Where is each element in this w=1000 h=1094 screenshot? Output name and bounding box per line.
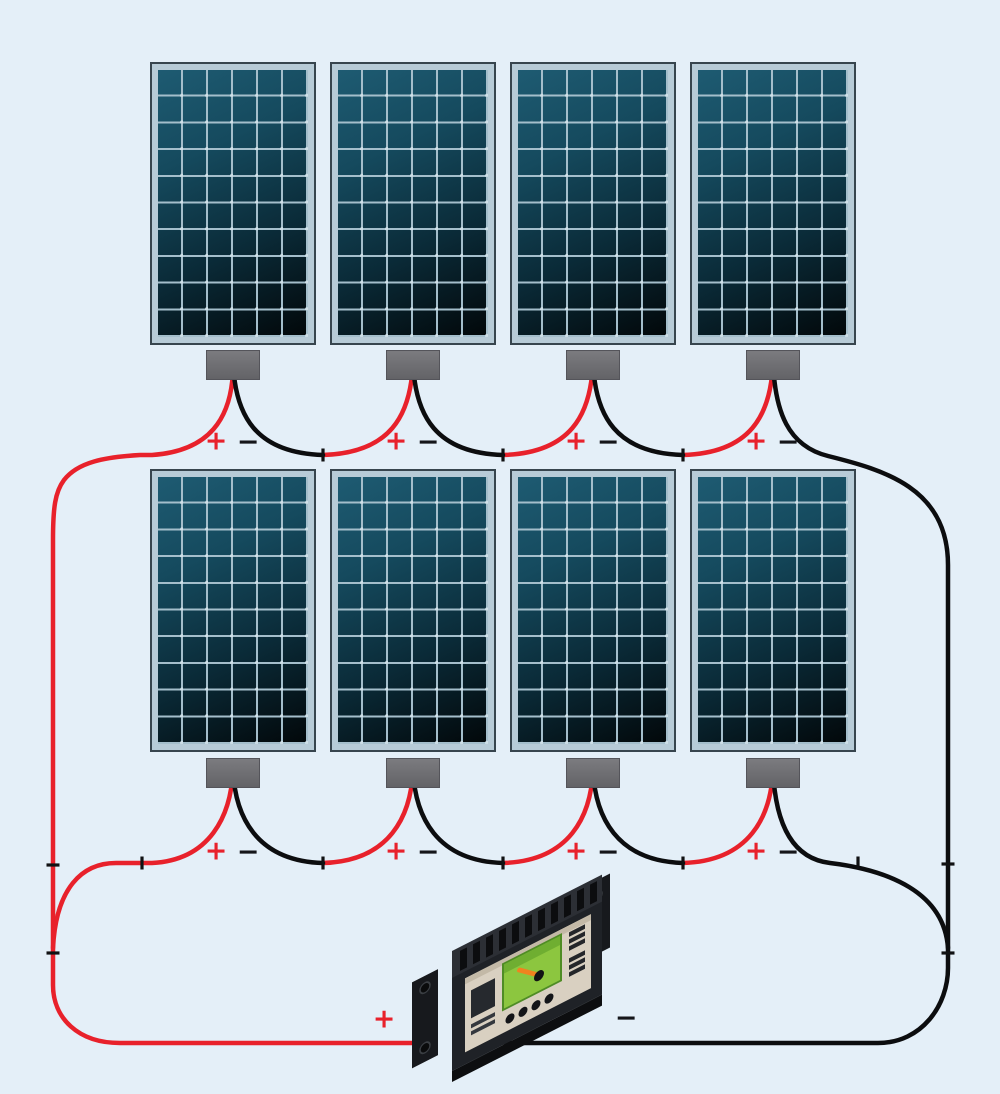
junction-box-1	[206, 350, 260, 380]
wire-positive-panel-5	[50, 767, 236, 951]
controller-positive-label: +	[372, 1003, 396, 1035]
polarity-positive-label: +	[744, 835, 768, 867]
controller-button	[518, 1006, 528, 1017]
polarity-positive-label: +	[564, 425, 588, 457]
vent-slot	[569, 924, 585, 937]
solar-panel-8	[690, 469, 856, 752]
polarity-negative-label: −	[236, 426, 260, 458]
solar-cells	[518, 70, 668, 337]
polarity-positive-label: +	[744, 425, 768, 457]
junction-box-4	[746, 350, 800, 380]
junction-box-7	[566, 758, 620, 788]
controller-vents	[569, 924, 585, 977]
meter-shade	[504, 935, 560, 974]
controller-lcd	[471, 978, 495, 1019]
polarity-positive-label: +	[204, 835, 228, 867]
vent-slot	[569, 957, 585, 970]
vent-slot	[569, 938, 585, 951]
label-bar	[471, 1012, 495, 1029]
polarity-positive-label: +	[204, 425, 228, 457]
solar-panel-2	[330, 62, 496, 345]
solar-panel-7	[510, 469, 676, 752]
solar-cells	[698, 70, 848, 337]
polarity-negative-label: −	[596, 426, 620, 458]
solar-cells	[698, 477, 848, 744]
polarity-negative-label: −	[776, 426, 800, 458]
polarity-negative-label: −	[236, 836, 260, 868]
vent-slot	[569, 931, 585, 944]
solar-panel-6	[330, 469, 496, 752]
vent-slot	[569, 964, 585, 977]
junction-box-8	[746, 758, 800, 788]
heatsink-fins	[460, 881, 597, 971]
solar-panel-4	[690, 62, 856, 345]
wire-positive-string1-home-run	[50, 359, 435, 1046]
wire-negative-string1-home-run	[502, 359, 951, 1046]
controller-buttons	[505, 993, 554, 1024]
solar-cells	[518, 477, 668, 744]
polarity-positive-label: +	[384, 425, 408, 457]
polarity-negative-label: −	[776, 836, 800, 868]
controller-left-flange	[412, 969, 438, 1069]
solar-cells	[158, 477, 308, 744]
meter-pivot	[534, 970, 544, 982]
connector-ticks	[46, 448, 955, 955]
controller-negative-label: −	[614, 1002, 638, 1034]
solar-cells	[338, 70, 488, 337]
solar-panel-5	[150, 469, 316, 752]
vent-slot	[569, 950, 585, 963]
controller-bottom-lip	[452, 994, 602, 1082]
polarity-negative-label: −	[416, 836, 440, 868]
charge-controller	[412, 873, 610, 1082]
solar-cells	[338, 477, 488, 744]
polarity-negative-label: −	[416, 426, 440, 458]
controller-button	[531, 1000, 541, 1011]
junction-box-3	[566, 350, 620, 380]
junction-box-5	[206, 758, 260, 788]
controller-button	[505, 1013, 515, 1024]
solar-panel-3	[510, 62, 676, 345]
controller-button	[544, 993, 554, 1004]
polarity-positive-label: +	[564, 835, 588, 867]
faceplate-shadow	[465, 914, 591, 985]
junction-box-2	[386, 350, 440, 380]
wire-negative-panel-8	[770, 767, 951, 951]
label-bar	[471, 1019, 495, 1036]
polarity-negative-label: −	[596, 836, 620, 868]
screw-hole	[419, 1041, 431, 1055]
screw-hole	[419, 981, 431, 995]
solar-panel-1	[150, 62, 316, 345]
solar-cells	[158, 70, 308, 337]
polarity-positive-label: +	[384, 835, 408, 867]
meter-needle	[517, 967, 539, 977]
junction-box-6	[386, 758, 440, 788]
